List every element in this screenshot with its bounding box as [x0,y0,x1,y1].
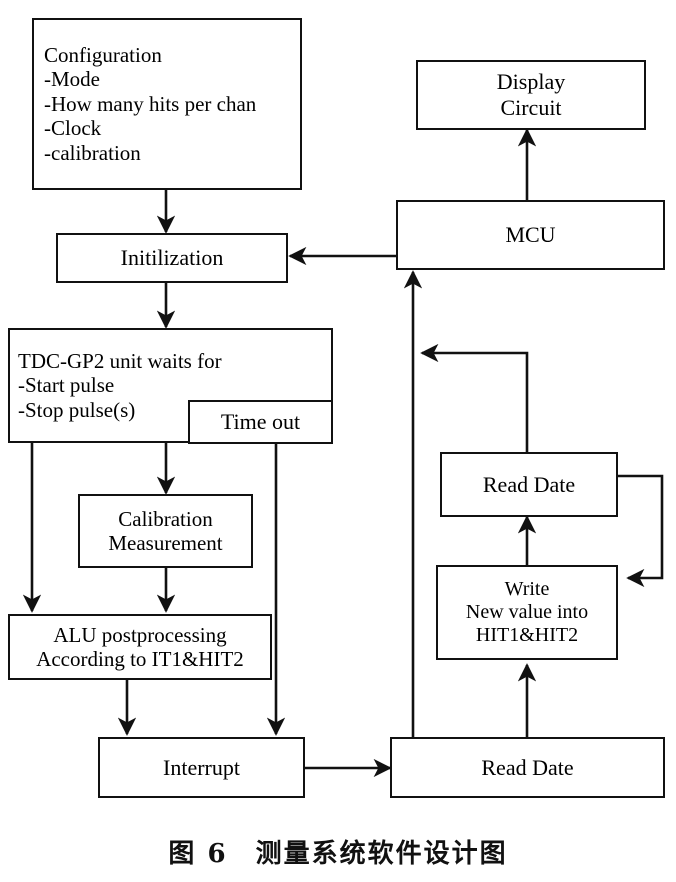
tdc-gp2-line-3: -Stop pulse(s) [18,397,136,422]
configuration-line-4: -Clock [44,116,102,141]
mcu-label: MCU [505,222,556,248]
read-date-bottom-label: Read Date [481,754,574,780]
calibration-line-1: Calibration [118,506,213,531]
configuration-line-5: -calibration [44,140,141,165]
tdc-gp2-line-2: -Start pulse [18,373,115,398]
node-read-date-bottom[interactable]: Read Date [390,737,665,798]
edge-readdate-mid-to-trunk [420,343,529,452]
initilization-label: Initilization [120,245,224,271]
node-tdc-gp2-wait[interactable]: TDC-GP2 unit waits for -Start pulse -Sto… [8,328,333,443]
node-initilization[interactable]: Initilization [56,233,288,283]
node-time-out[interactable]: Time out [188,400,333,444]
interrupt-label: Interrupt [163,754,240,780]
figure-caption: 图 6 测量系统软件设计图 [0,833,676,870]
configuration-line-2: -Mode [44,67,100,92]
write-line-3: HIT1&HIT2 [475,624,579,647]
display-circuit-line-1: Display [496,69,566,95]
write-line-2: New value into [465,600,589,623]
edge-readdate-mid-to-write [618,474,664,588]
write-line-1: Write [504,577,550,600]
configuration-line-3: -How many hits per chan [44,91,257,116]
calibration-line-2: Measurement [108,531,223,555]
read-date-middle-label: Read Date [482,471,576,497]
alu-line-1: ALU postprocessing [53,622,227,647]
tdc-gp2-line-1: TDC-GP2 unit waits for [18,348,222,373]
node-interrupt[interactable]: Interrupt [98,737,305,798]
node-alu-postprocessing[interactable]: ALU postprocessing According to IT1&HIT2 [8,614,272,680]
node-read-date-middle[interactable]: Read Date [440,452,618,517]
configuration-line-1: Configuration [44,43,162,68]
alu-line-2: According to IT1&HIT2 [36,647,244,671]
display-circuit-line-2: Circuit [500,95,562,120]
node-calibration-measurement[interactable]: Calibration Measurement [78,494,253,568]
time-out-label: Time out [220,409,301,435]
figure-caption-text: 图 6 测量系统软件设计图 [168,839,508,869]
node-configuration[interactable]: Configuration -Mode -How many hits per c… [32,18,302,190]
node-write-new-value[interactable]: Write New value into HIT1&HIT2 [436,565,618,660]
node-mcu[interactable]: MCU [396,200,665,270]
node-display-circuit[interactable]: Display Circuit [416,60,646,130]
